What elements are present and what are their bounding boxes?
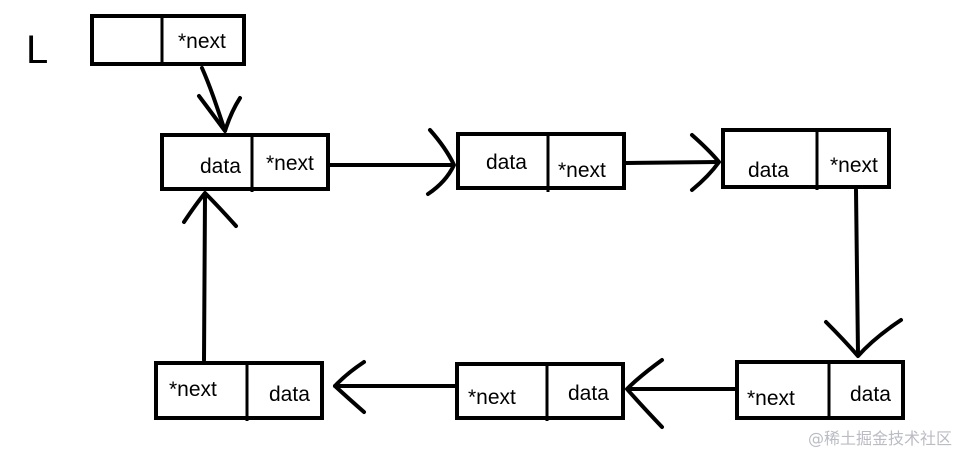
node-5-data-label: data: [568, 382, 609, 405]
node-2-next-label: *next: [558, 159, 606, 182]
list-label: L: [26, 28, 48, 72]
arrow-node-3-to-node-4: [824, 188, 903, 358]
node-6-next-label: *next: [169, 378, 217, 401]
arrow-node-4-to-node-5: [625, 358, 737, 429]
node-4-next-label: *next: [747, 387, 795, 410]
arrow-node-6-to-node-1: [182, 191, 238, 362]
node-1-data-label: data: [200, 155, 241, 178]
arrow-node-5-to-node-6: [333, 360, 457, 414]
node-3-next-label: *next: [830, 154, 878, 177]
node-2-data-label: data: [486, 151, 527, 174]
node-4-data-label: data: [850, 383, 891, 406]
node-5: *next data: [455, 362, 625, 421]
node-2: data *next: [456, 132, 626, 192]
node-3: data *next: [721, 128, 891, 190]
node-5-next-label: *next: [468, 386, 516, 409]
head-node: *next: [90, 14, 246, 66]
node-4: *next data: [735, 360, 905, 420]
node-1: data *next: [160, 133, 330, 192]
arrow-node-2-to-node-3: [624, 133, 721, 192]
node-1-next-label: *next: [266, 152, 314, 175]
node-3-data-label: data: [748, 159, 789, 182]
node-6: *next data: [154, 361, 324, 421]
node-6-data-label: data: [269, 383, 310, 406]
arrow-head-to-node-1: [197, 66, 242, 133]
arrow-node-1-to-node-2: [328, 128, 456, 196]
watermark: @稀土掘金技术社区: [808, 429, 952, 448]
head-node-next-label: *next: [178, 30, 226, 53]
